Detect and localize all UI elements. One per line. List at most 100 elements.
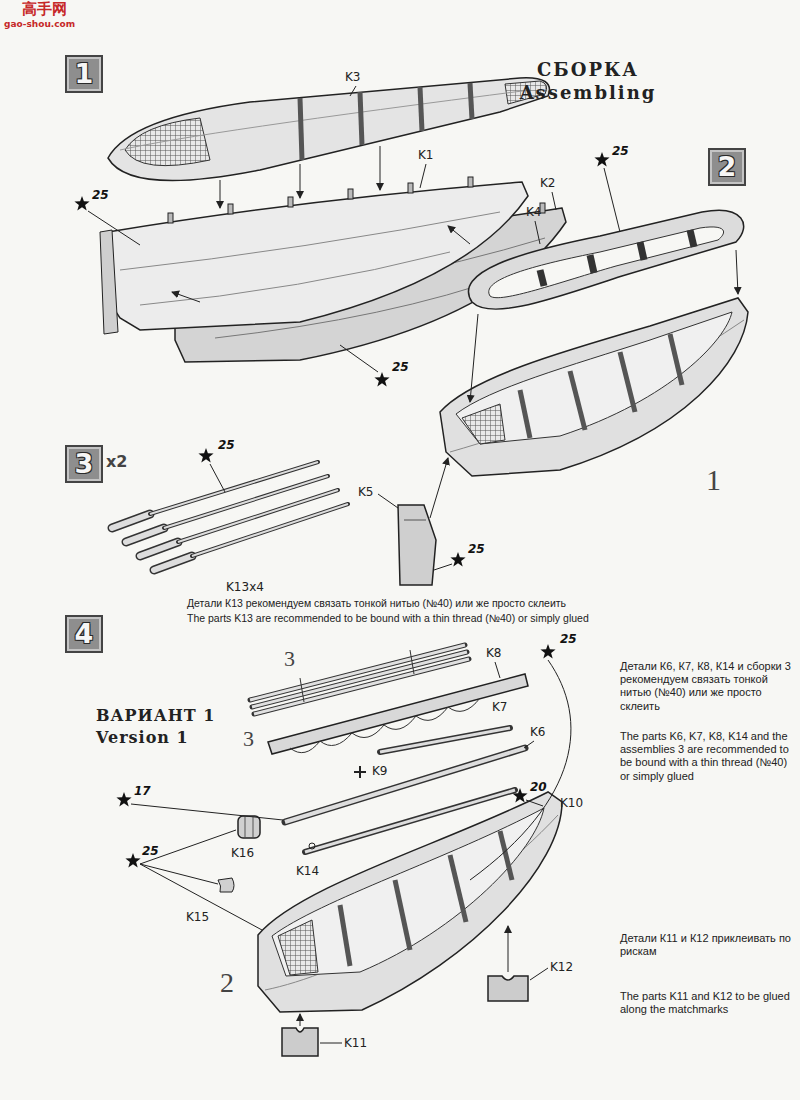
spar-k6 <box>285 748 525 822</box>
oar-k13 <box>154 556 192 570</box>
leader-line <box>526 800 543 806</box>
glue-star <box>594 152 609 167</box>
leader-line <box>530 968 548 980</box>
part-label: K8 <box>486 646 502 660</box>
boat-hull <box>570 371 585 430</box>
floor-grating-k3 <box>420 87 422 131</box>
floor-grating-k3 <box>470 83 472 119</box>
part-k15 <box>218 878 234 892</box>
step-number: 4 <box>75 619 94 649</box>
step-numeral: 1 <box>706 462 721 498</box>
mast-k7 <box>380 728 510 752</box>
mast-k7 <box>380 728 510 752</box>
glue-callout: 20 <box>530 780 547 794</box>
step-numeral: 2 <box>220 966 234 1000</box>
glue-callout: 25 <box>218 438 235 452</box>
frame-k4 <box>489 227 724 298</box>
glue-star <box>125 853 140 868</box>
leader-line <box>470 660 571 880</box>
oar-k13 <box>192 504 348 556</box>
block-k9 <box>359 766 361 778</box>
boat-hull <box>520 390 530 438</box>
oar-k13 <box>140 542 178 556</box>
page-title: СБОРКА Assembling <box>498 58 678 105</box>
boat-half-k1 <box>288 197 293 207</box>
furled-sail-k8 <box>268 674 528 754</box>
boat-half-k1 <box>140 252 450 305</box>
part-label: K13x4 <box>226 580 264 594</box>
spar-k6 <box>285 748 525 822</box>
frame-k4 <box>468 210 743 309</box>
boat-hull <box>462 404 505 444</box>
mast-k7 <box>380 728 510 752</box>
boat-hull <box>500 831 512 880</box>
boat-hull <box>670 334 682 385</box>
assembly-arrow <box>300 926 508 1026</box>
part-label: K3 <box>345 70 361 84</box>
assembly-arrow <box>380 146 381 190</box>
leader-line <box>434 564 452 570</box>
spar-k6 <box>285 748 525 822</box>
oar-k13 <box>112 514 150 528</box>
assembly-arrow <box>448 226 470 244</box>
leader-line <box>210 464 225 492</box>
watermark: 高手网 <box>22 0 67 18</box>
boat-half-k1 <box>168 213 173 223</box>
oar-k13 <box>154 556 192 570</box>
floor-grating-k3 <box>125 118 210 166</box>
glue-callout: 25 <box>468 542 485 556</box>
stand-k11 <box>282 1028 318 1056</box>
boat-hull <box>258 792 562 1012</box>
boat-half-k1 <box>348 189 353 199</box>
glue-star <box>198 448 213 463</box>
oar-k13 <box>192 504 348 556</box>
step-numeral: 3 <box>284 646 295 672</box>
furled-sail-k8 <box>268 674 528 754</box>
boat-half-k1 <box>228 204 233 214</box>
step-number: 1 <box>75 59 94 89</box>
stand-k11 <box>282 1028 318 1056</box>
repeat-count: x2 <box>106 452 127 471</box>
step-numeral: 3 <box>243 726 254 752</box>
leader-line <box>140 864 262 930</box>
leader-line <box>604 168 620 232</box>
block-k9 <box>354 766 366 778</box>
boat-half-k1 <box>100 230 118 334</box>
frame-k4 <box>468 210 743 309</box>
leader-line <box>320 1043 342 1044</box>
part-label: K7 <box>492 700 508 714</box>
assembly-arrow <box>736 250 738 294</box>
boat-half-k1 <box>408 183 413 193</box>
instruction-note: Детали К6, К7, К8, К14 и сборки 3 рекоме… <box>620 660 792 713</box>
instruction-note: Детали К11 и К12 приклеивать по рискам <box>620 932 792 958</box>
glue-star <box>74 196 89 211</box>
glue-star <box>512 788 527 803</box>
frame-k4 <box>640 242 644 260</box>
leader-line <box>210 464 225 492</box>
part-label: K5 <box>358 485 374 499</box>
leader-line <box>350 86 356 96</box>
floor-grating-k3 <box>108 78 549 181</box>
boat-half-k1 <box>468 177 473 187</box>
frame-k4 <box>590 255 594 273</box>
version-heading: Version 1 <box>96 728 189 747</box>
floor-grating-k3 <box>360 92 362 145</box>
glue-star <box>374 372 389 387</box>
stand-k12 <box>488 976 528 1001</box>
glue-callout: 25 <box>560 632 577 646</box>
oar-bundle <box>250 645 465 700</box>
leader-line <box>140 864 218 884</box>
leader-line <box>495 662 500 678</box>
boat-hull <box>450 855 466 922</box>
rudder-k5 <box>404 520 426 521</box>
assembly-arrow <box>508 926 509 972</box>
part-label: K1 <box>418 148 434 162</box>
glue-callout: 25 <box>612 144 629 158</box>
instruction-note: The parts K13 are recommended to be boun… <box>187 612 589 625</box>
barrel-k16 <box>238 816 260 838</box>
oar-bundle <box>300 678 304 702</box>
assembly-arrow <box>300 1014 301 1026</box>
assembly-arrow <box>300 164 301 198</box>
assembly-arrow <box>430 458 448 518</box>
